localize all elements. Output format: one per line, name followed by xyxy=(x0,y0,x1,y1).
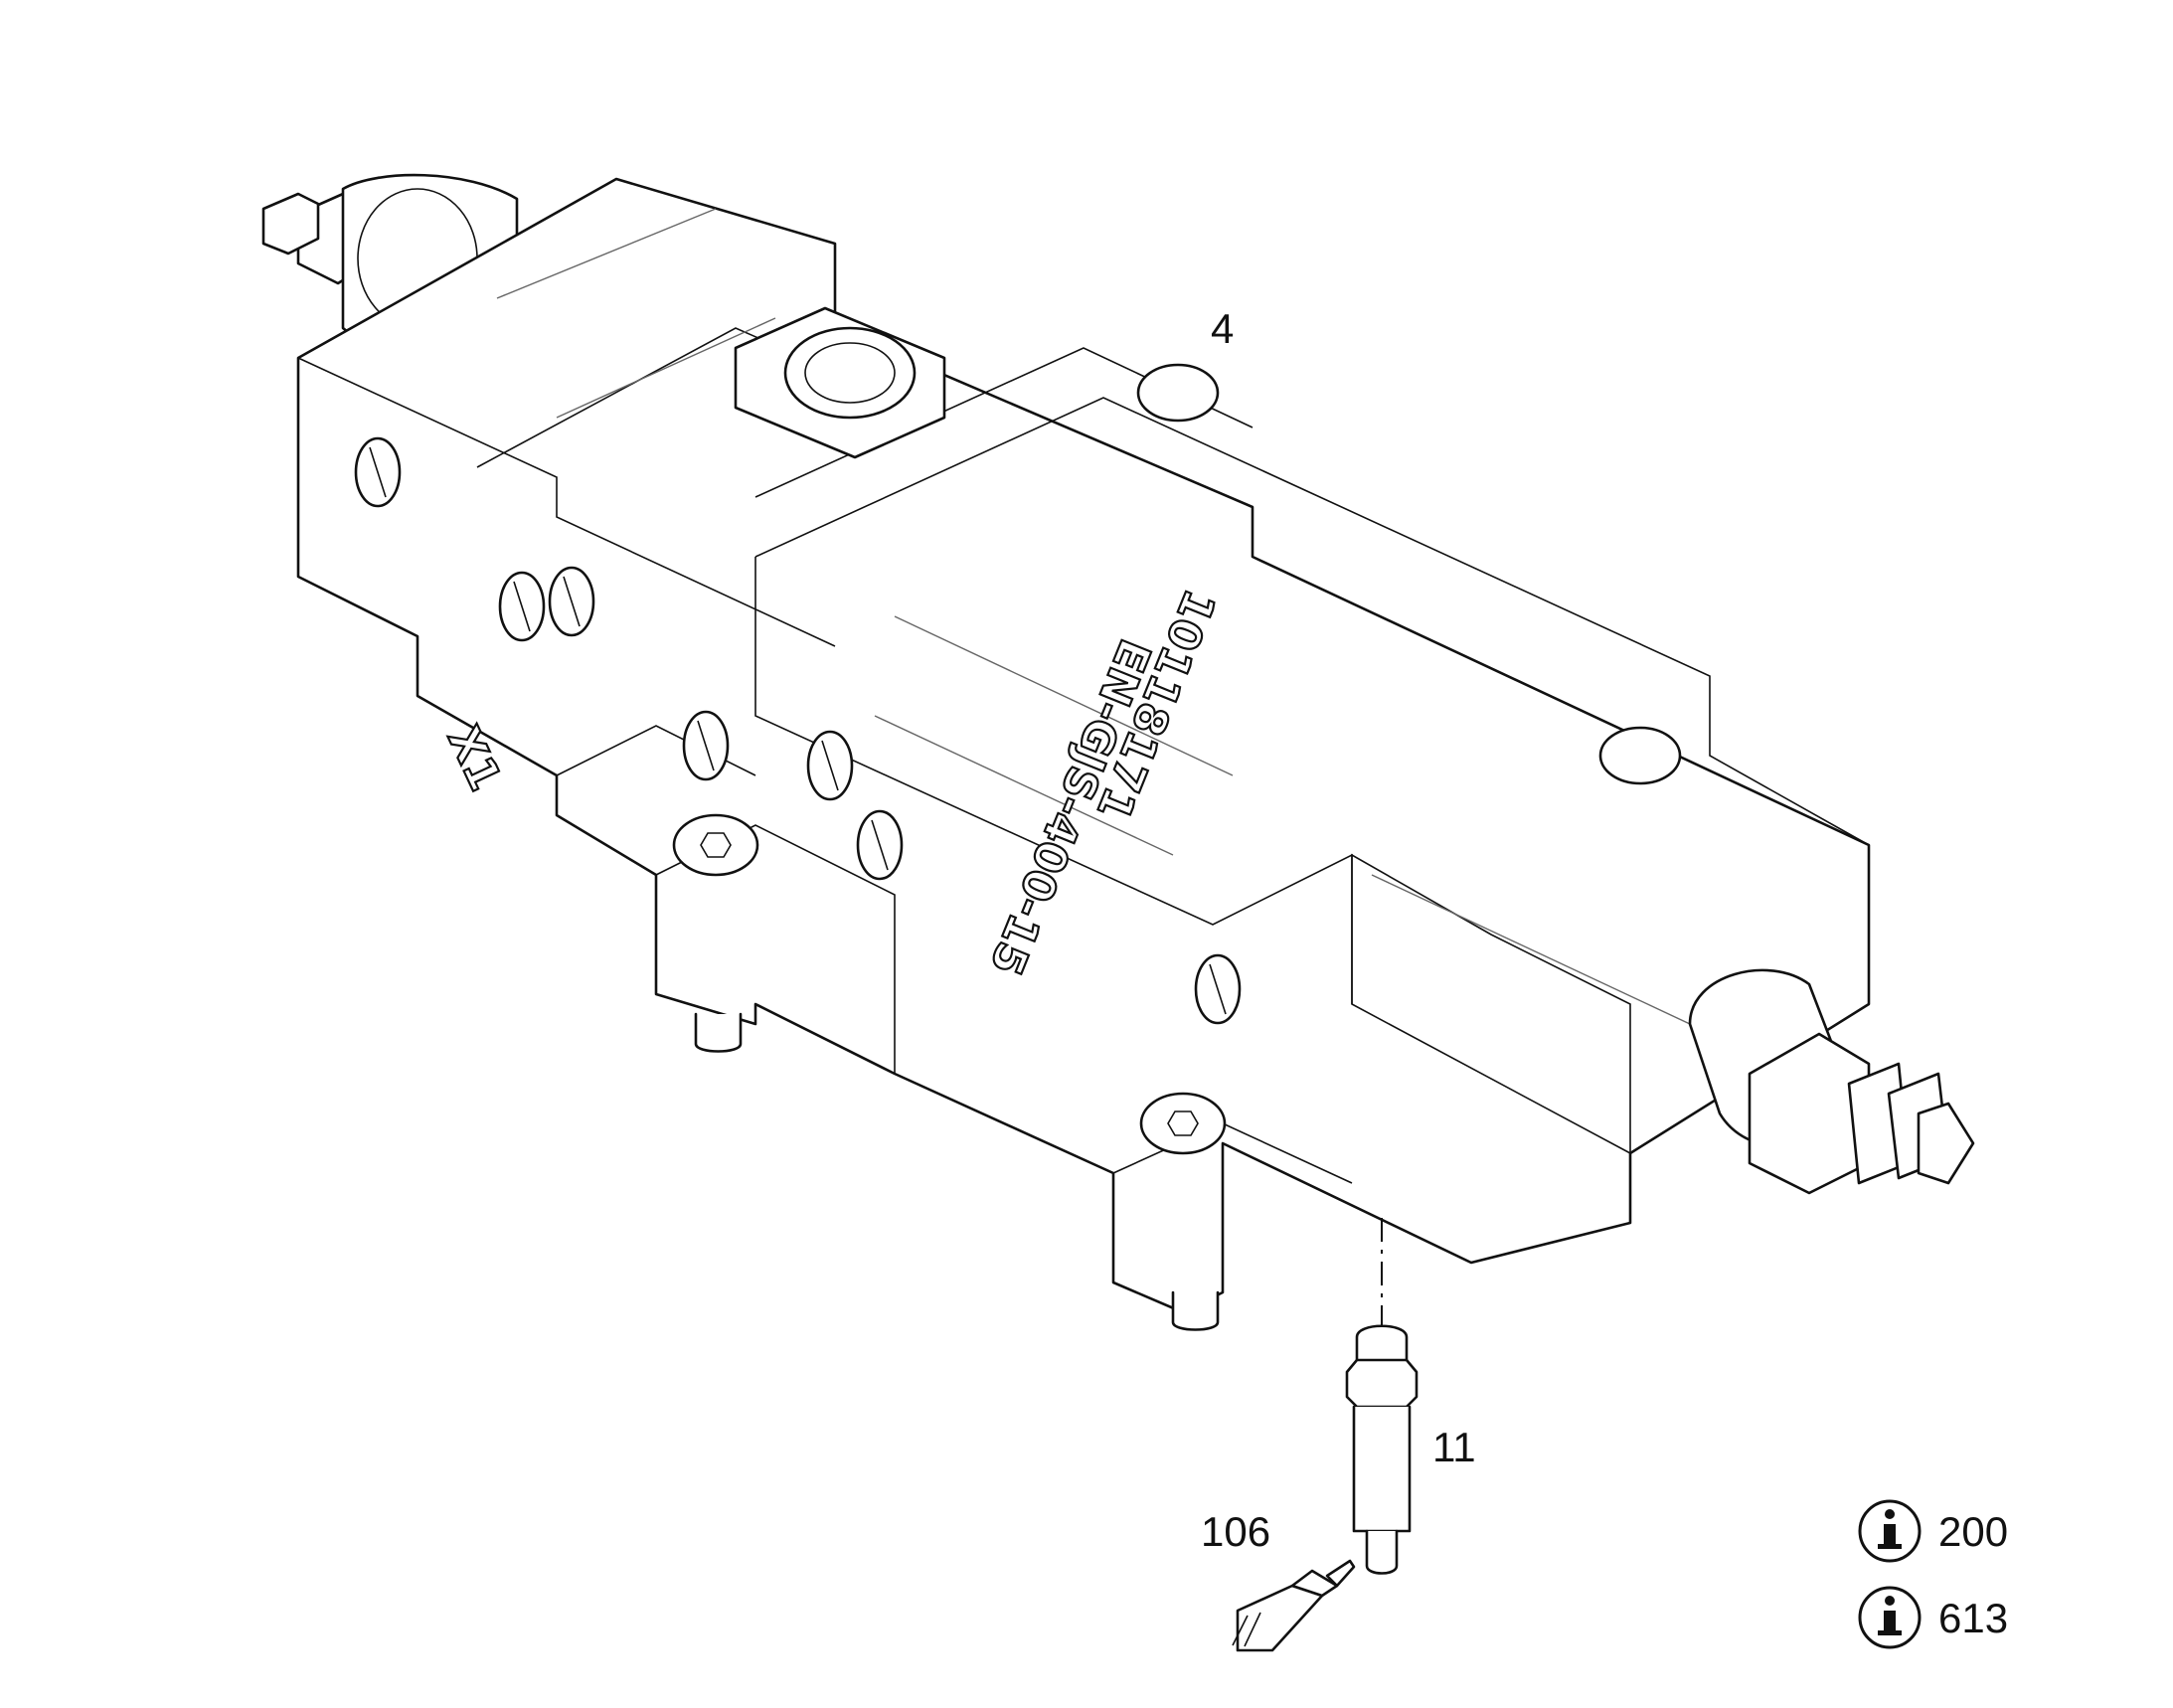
housing-plugs xyxy=(354,436,1242,1025)
sealant-tube-part-106 xyxy=(1232,1559,1356,1652)
info-icon xyxy=(1858,1499,1922,1563)
info-icon xyxy=(1858,1586,1922,1649)
callout-4: 4 xyxy=(1211,305,1234,352)
callout-11: 11 xyxy=(1432,1424,1476,1470)
info-reference-200: 200 xyxy=(1858,1499,2008,1563)
locating-pins xyxy=(694,1012,1220,1331)
valve-housing xyxy=(296,177,1871,1314)
info-ref-number: 613 xyxy=(1938,1595,2008,1641)
hex-socket-bolts xyxy=(672,813,1227,1155)
info-ref-number: 200 xyxy=(1938,1508,2008,1555)
right-adjuster-assembly xyxy=(1688,968,1975,1195)
fitting-part-11 xyxy=(1345,1324,1419,1575)
info-reference-613: 613 xyxy=(1858,1586,2008,1649)
callout-106: 106 xyxy=(1201,1508,1270,1555)
